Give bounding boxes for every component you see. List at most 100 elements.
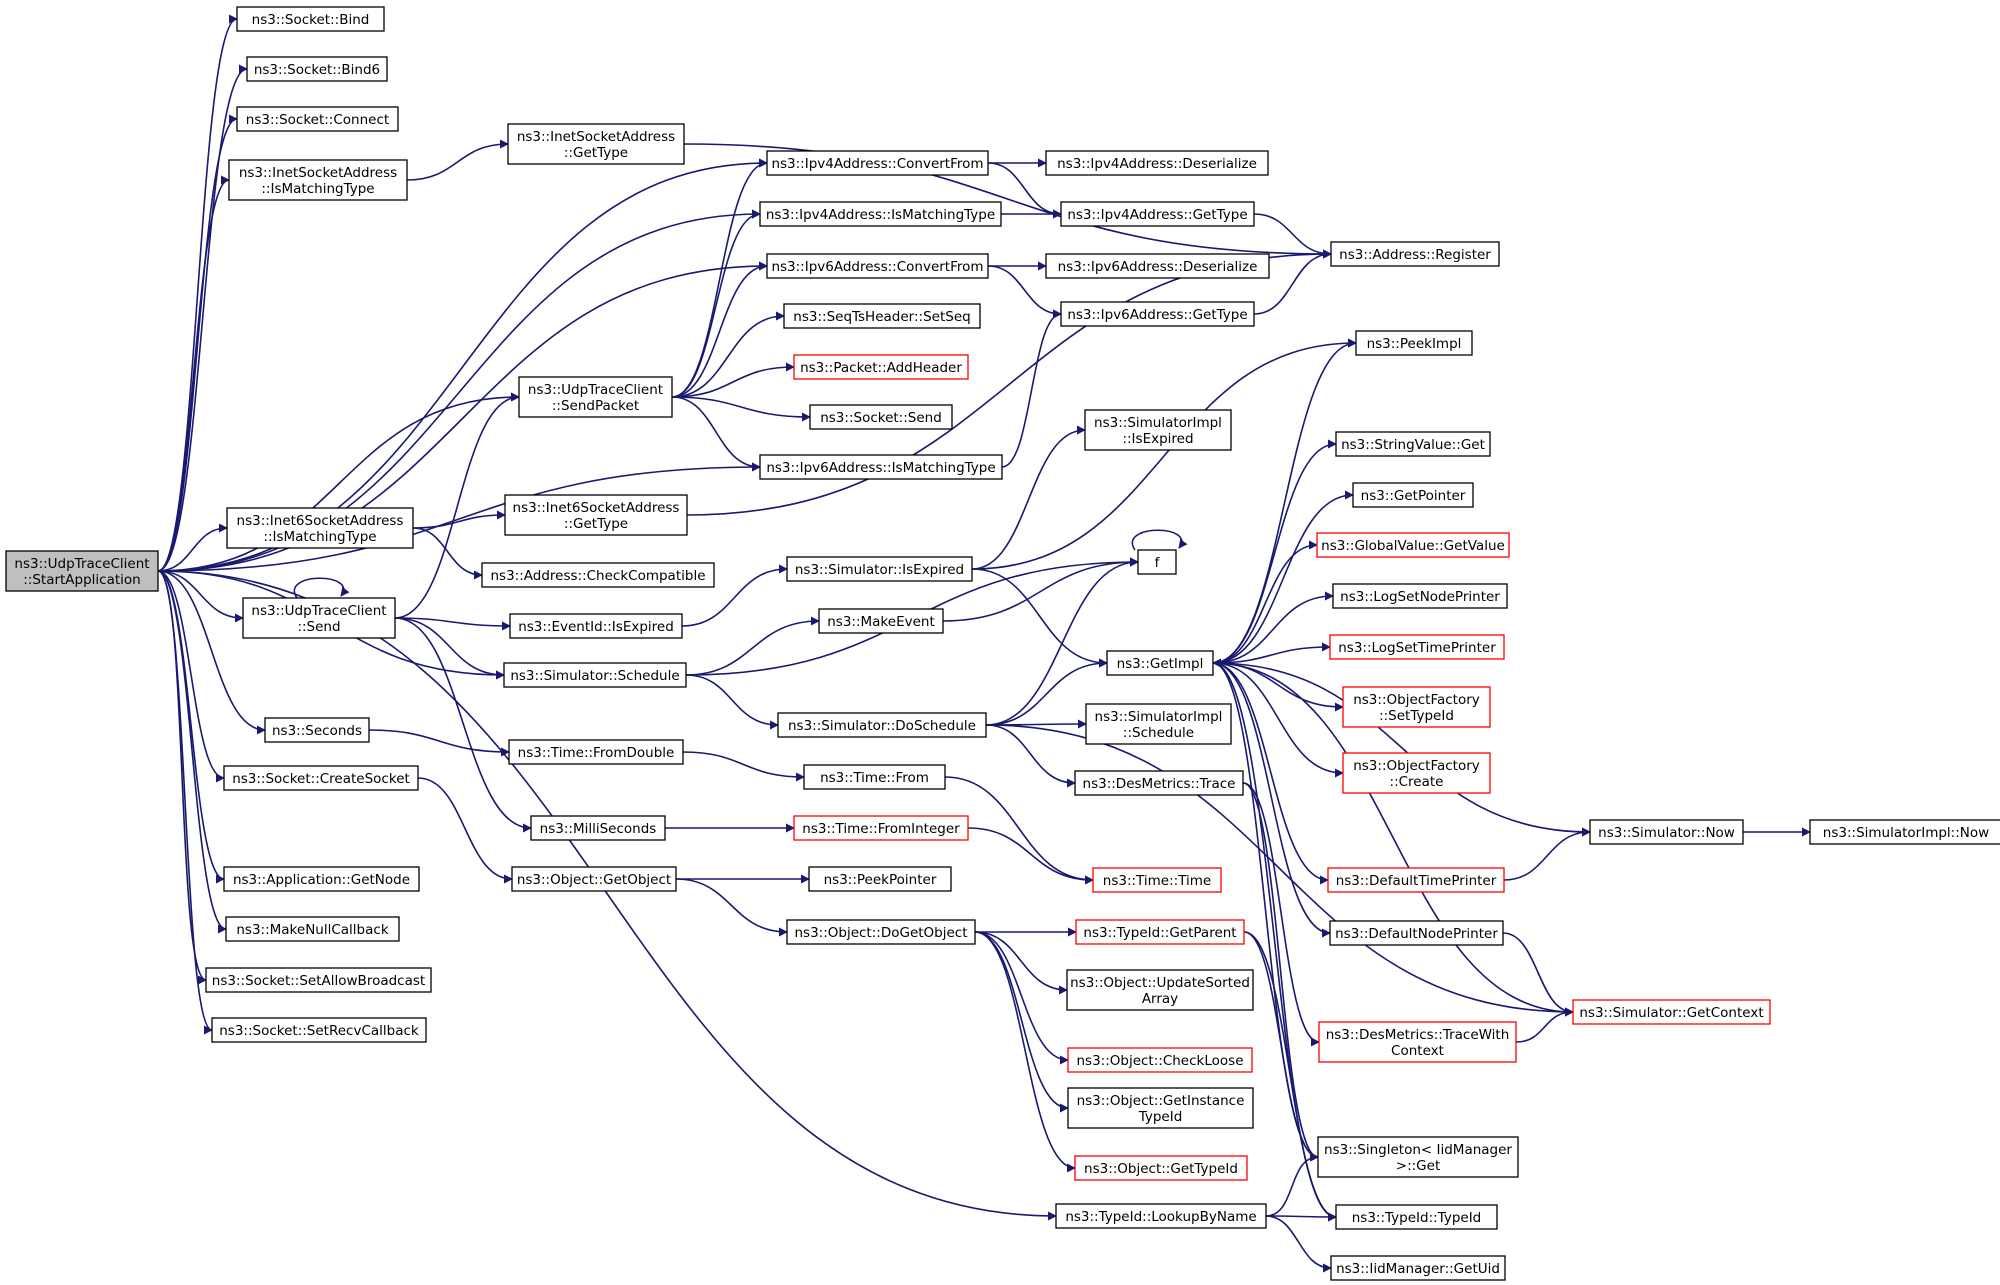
node-doGetObj[interactable]: ns3::Object::DoGetObject xyxy=(786,919,976,945)
node-box[interactable] xyxy=(1060,201,1255,227)
node-box[interactable] xyxy=(226,507,414,549)
node-box[interactable] xyxy=(236,6,385,32)
node-box[interactable] xyxy=(1572,999,1771,1025)
node-inetMatch[interactable]: ns3::InetSocketAddress::IsMatchingType xyxy=(228,159,408,201)
node-box[interactable] xyxy=(509,613,683,639)
node-box[interactable] xyxy=(1335,1204,1498,1230)
node-box[interactable] xyxy=(1342,752,1491,794)
node-box[interactable] xyxy=(809,404,953,430)
node-peekPtr[interactable]: ns3::PeekPointer xyxy=(808,866,952,892)
node-ipv6Type[interactable]: ns3::Ipv6Address::GetType xyxy=(1060,301,1255,327)
node-addHeader[interactable]: ns3::Packet::AddHeader xyxy=(793,354,969,380)
node-box[interactable] xyxy=(1327,867,1505,893)
node-box[interactable] xyxy=(1335,431,1491,457)
node-box[interactable] xyxy=(1342,686,1491,728)
node-getPointer[interactable]: ns3::GetPointer xyxy=(1352,482,1474,508)
node-getTypeId[interactable]: ns3::Object::GetTypeId xyxy=(1074,1155,1248,1181)
node-box[interactable] xyxy=(808,866,952,892)
node-box[interactable] xyxy=(1352,482,1474,508)
node-doSched[interactable]: ns3::Simulator::DoSchedule xyxy=(777,712,987,738)
node-box[interactable] xyxy=(246,56,388,82)
node-sendPacket[interactable]: ns3::UdpTraceClient::SendPacket xyxy=(518,376,673,418)
node-ipv4Match[interactable]: ns3::Ipv4Address::IsMatchingType xyxy=(759,201,1002,227)
node-box[interactable] xyxy=(766,150,989,176)
node-getParent[interactable]: ns3::TypeId::GetParent xyxy=(1075,919,1245,945)
node-nullCb[interactable]: ns3::MakeNullCallback xyxy=(225,916,400,942)
node-strGet[interactable]: ns3::StringValue::Get xyxy=(1335,431,1491,457)
node-fromDouble[interactable]: ns3::Time::FromDouble xyxy=(508,739,684,765)
node-inet6Match[interactable]: ns3::Inet6SocketAddress::IsMatchingType xyxy=(226,507,414,549)
node-box[interactable] xyxy=(1060,301,1255,327)
node-bind6[interactable]: ns3::Socket::Bind6 xyxy=(246,56,388,82)
node-typeIdCtor[interactable]: ns3::TypeId::TypeId xyxy=(1335,1204,1498,1230)
node-box[interactable] xyxy=(1085,703,1232,745)
node-logTime[interactable]: ns3::LogSetTimePrinter xyxy=(1329,634,1505,660)
node-globalVal[interactable]: ns3::GlobalValue::GetValue xyxy=(1316,532,1510,558)
node-box[interactable] xyxy=(1329,920,1504,946)
node-box[interactable] xyxy=(5,550,159,592)
node-singleton[interactable]: ns3::Singleton< IidManager>::Get xyxy=(1317,1136,1519,1178)
node-box[interactable] xyxy=(786,919,976,945)
node-logNode[interactable]: ns3::LogSetNodePrinter xyxy=(1332,583,1508,609)
node-createSocket[interactable]: ns3::Socket::CreateSocket xyxy=(223,765,419,791)
node-box[interactable] xyxy=(242,597,396,639)
node-udpSend[interactable]: ns3::UdpTraceClient::Send xyxy=(242,597,396,639)
node-objFactSet[interactable]: ns3::ObjectFactory::SetTypeId xyxy=(1342,686,1491,728)
node-getImpl[interactable]: ns3::GetImpl xyxy=(1106,650,1214,676)
node-seconds[interactable]: ns3::Seconds xyxy=(264,717,370,743)
node-getNode[interactable]: ns3::Application::GetNode xyxy=(223,866,420,892)
node-start[interactable]: ns3::UdpTraceClient::StartApplication xyxy=(5,550,159,592)
node-defNodePr[interactable]: ns3::DefaultNodePrinter xyxy=(1329,920,1504,946)
node-box[interactable] xyxy=(1055,1203,1267,1229)
node-getObject[interactable]: ns3::Object::GetObject xyxy=(511,866,677,892)
node-box[interactable] xyxy=(1074,770,1244,796)
node-box[interactable] xyxy=(481,562,715,588)
node-box[interactable] xyxy=(236,106,399,132)
node-box[interactable] xyxy=(225,916,400,942)
node-checkCompat[interactable]: ns3::Address::CheckCompatible xyxy=(481,562,715,588)
node-box[interactable] xyxy=(504,494,688,536)
node-ipv6Conv[interactable]: ns3::Ipv6Address::ConvertFrom xyxy=(766,253,989,279)
node-f[interactable]: f xyxy=(1137,549,1177,575)
node-seqTs[interactable]: ns3::SeqTsHeader::SetSeq xyxy=(783,303,981,329)
node-box[interactable] xyxy=(211,1017,427,1043)
node-fromInt[interactable]: ns3::Time::FromInteger xyxy=(793,815,969,841)
node-box[interactable] xyxy=(777,712,987,738)
node-box[interactable] xyxy=(508,739,684,765)
node-box[interactable] xyxy=(1092,867,1222,893)
node-inetType[interactable]: ns3::InetSocketAddress::GetType xyxy=(507,123,685,165)
node-simCtx[interactable]: ns3::Simulator::GetContext xyxy=(1572,999,1771,1025)
node-box[interactable] xyxy=(1067,1087,1254,1129)
node-box[interactable] xyxy=(1330,1255,1506,1281)
node-eventExp[interactable]: ns3::EventId::IsExpired xyxy=(509,613,683,639)
node-objFactCreate[interactable]: ns3::ObjectFactory::Create xyxy=(1342,752,1491,794)
node-box[interactable] xyxy=(1074,1155,1248,1181)
node-box[interactable] xyxy=(1137,549,1177,575)
node-box[interactable] xyxy=(1067,1047,1253,1073)
node-ipv4Conv[interactable]: ns3::Ipv4Address::ConvertFrom xyxy=(766,150,989,176)
node-box[interactable] xyxy=(223,765,419,791)
node-lookup[interactable]: ns3::TypeId::LookupByName xyxy=(1055,1203,1267,1229)
node-box[interactable] xyxy=(793,354,969,380)
node-box[interactable] xyxy=(786,556,973,582)
node-addrReg[interactable]: ns3::Address::Register xyxy=(1330,241,1500,267)
node-box[interactable] xyxy=(759,201,1002,227)
node-box[interactable] xyxy=(264,717,370,743)
node-ipv6Match[interactable]: ns3::Ipv6Address::IsMatchingType xyxy=(759,454,1003,480)
node-box[interactable] xyxy=(766,253,989,279)
node-box[interactable] xyxy=(503,662,687,688)
node-recvCb[interactable]: ns3::Socket::SetRecvCallback xyxy=(211,1017,427,1043)
node-simSched[interactable]: ns3::Simulator::Schedule xyxy=(503,662,687,688)
node-simImplExp[interactable]: ns3::SimulatorImpl::IsExpired xyxy=(1084,409,1232,451)
node-simImplSched[interactable]: ns3::SimulatorImpl::Schedule xyxy=(1085,703,1232,745)
node-box[interactable] xyxy=(530,815,666,841)
node-box[interactable] xyxy=(1075,919,1245,945)
node-allowBc[interactable]: ns3::Socket::SetAllowBroadcast xyxy=(205,967,432,993)
node-box[interactable] xyxy=(759,454,1003,480)
node-peekImpl[interactable]: ns3::PeekImpl xyxy=(1355,330,1473,356)
node-simExpired[interactable]: ns3::Simulator::IsExpired xyxy=(786,556,973,582)
node-box[interactable] xyxy=(205,967,432,993)
